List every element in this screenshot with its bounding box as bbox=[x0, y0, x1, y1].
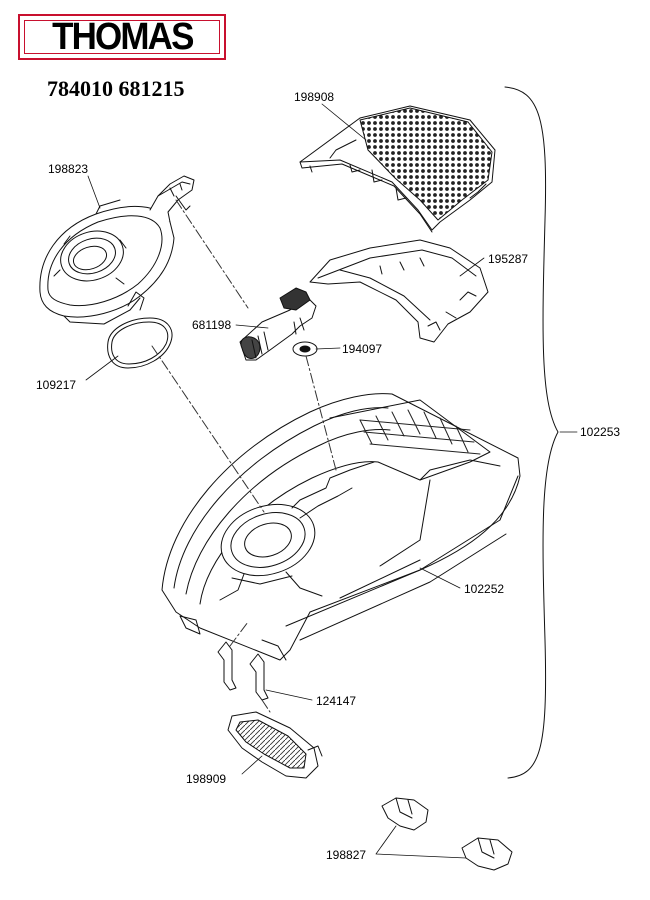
leader-195287 bbox=[459, 257, 485, 277]
part-681198-switch bbox=[239, 287, 317, 361]
label-195287: 195287 bbox=[488, 252, 529, 266]
leader-198908 bbox=[321, 103, 367, 141]
part-198827-feet bbox=[381, 797, 513, 871]
assembly-line-washer bbox=[305, 355, 337, 471]
leader-109217 bbox=[85, 355, 119, 381]
part-198908-grille-cover bbox=[299, 105, 496, 233]
leader-124147 bbox=[265, 689, 313, 701]
label-198823: 198823 bbox=[48, 162, 89, 176]
part-102252-housing bbox=[161, 393, 521, 661]
label-124147: 124147 bbox=[316, 694, 357, 708]
group-bracket bbox=[504, 86, 559, 779]
leader-198823 bbox=[87, 175, 101, 209]
label-109217: 109217 bbox=[36, 378, 77, 392]
label-198827: 198827 bbox=[326, 848, 367, 862]
brand-logo: THOMAS bbox=[18, 14, 226, 60]
part-195287-frame bbox=[309, 239, 489, 343]
label-681198: 681198 bbox=[192, 318, 232, 332]
leader-198827 bbox=[375, 825, 467, 859]
part-109217-gasket bbox=[107, 317, 173, 369]
brand-logo-text: THOMAS bbox=[51, 16, 194, 58]
assembly-line-clips bbox=[229, 621, 249, 647]
label-198908: 198908 bbox=[294, 90, 335, 104]
leader-681198 bbox=[235, 324, 269, 329]
brand-logo-frame: THOMAS bbox=[24, 16, 220, 58]
leader-102252 bbox=[419, 567, 461, 589]
model-numbers: 784010 681215 bbox=[47, 76, 185, 101]
leader-198909 bbox=[241, 755, 263, 775]
label-198909: 198909 bbox=[186, 772, 227, 786]
assembly-line-panel bbox=[261, 699, 271, 713]
label-194097: 194097 bbox=[342, 342, 383, 356]
part-124147-clips bbox=[217, 641, 269, 701]
part-198909-panel bbox=[227, 711, 323, 779]
label-102252: 102252 bbox=[464, 582, 505, 596]
leader-194097 bbox=[315, 347, 341, 350]
part-198823-filter-cover bbox=[39, 175, 195, 325]
part-194097-washer bbox=[292, 341, 318, 357]
assembly-line-handle bbox=[175, 199, 249, 309]
label-102253: 102253 bbox=[580, 425, 621, 439]
assembly-line-gasket bbox=[151, 345, 265, 513]
